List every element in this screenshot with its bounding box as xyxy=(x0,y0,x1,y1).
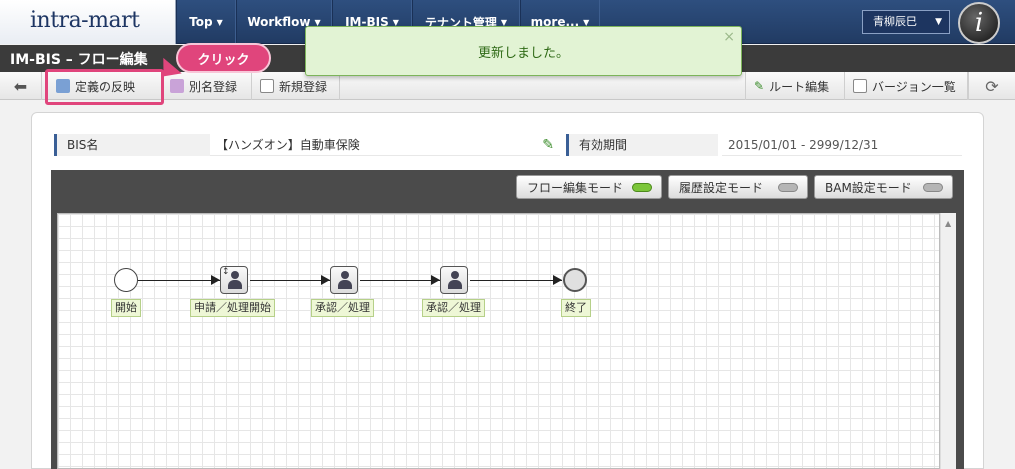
user-icon xyxy=(448,271,462,289)
chevron-down-icon: ▼ xyxy=(500,17,508,27)
node-label-end: 終了 xyxy=(561,299,591,317)
bis-name-value: 【ハンズオン】自動車保険 ✎ xyxy=(210,134,560,156)
back-button[interactable]: ⬅ xyxy=(0,72,42,100)
pencil-icon[interactable]: ✎ xyxy=(542,137,554,153)
sort-arrows-icon: ↕ xyxy=(222,267,230,277)
alias-icon xyxy=(170,79,184,93)
arrowhead-icon xyxy=(321,275,330,285)
apply-definition-icon xyxy=(56,79,70,93)
new-document-icon xyxy=(260,79,274,93)
alias-register-button[interactable]: 別名登録 xyxy=(162,72,252,100)
arrow-left-icon: ⬅ xyxy=(13,76,28,96)
flow-edge[interactable] xyxy=(360,280,440,281)
user-icon xyxy=(228,271,242,289)
mode-off-indicator xyxy=(923,183,943,192)
info-avatar-icon[interactable]: i xyxy=(958,2,1000,44)
approval-task-node-1[interactable] xyxy=(330,266,358,294)
top-navbar: intra-mart Top▼ Workflow▼ IM-BIS▼ テナント管理… xyxy=(0,0,1015,44)
toast-message: 更新しました。 xyxy=(477,45,569,61)
flow-edit-mode-button[interactable]: フロー編集モード xyxy=(516,175,662,199)
pencil-icon: ✎ xyxy=(754,79,765,93)
user-menu-select[interactable]: 青柳辰巳▼ xyxy=(862,10,950,34)
mode-off-indicator xyxy=(778,183,798,192)
click-highlight-box xyxy=(45,69,164,105)
chevron-down-icon: ▼ xyxy=(216,17,223,27)
flow-edge[interactable] xyxy=(470,280,562,281)
valid-period-value: 2015/01/01 - 2999/12/31 xyxy=(722,134,962,156)
arrowhead-icon xyxy=(211,275,220,285)
list-icon xyxy=(853,79,867,93)
route-edit-button[interactable]: ✎ ルート編集 xyxy=(745,72,845,100)
approval-task-node-2[interactable] xyxy=(440,266,468,294)
node-label-approval-1: 承認／処理 xyxy=(311,299,374,317)
valid-period-label: 有効期間 xyxy=(566,134,718,156)
history-setting-mode-button[interactable]: 履歴設定モード xyxy=(668,175,808,199)
flow-edge[interactable] xyxy=(250,280,330,281)
mode-on-indicator xyxy=(632,183,652,192)
bam-setting-mode-button[interactable]: BAM設定モード xyxy=(814,175,953,199)
chevron-down-icon: ▼ xyxy=(392,17,399,27)
intra-mart-logo[interactable]: intra-mart xyxy=(0,0,176,44)
flow-canvas[interactable] xyxy=(57,213,940,469)
arrowhead-icon xyxy=(553,275,562,285)
bis-name-label: BIS名 xyxy=(54,134,210,156)
node-label-start: 開始 xyxy=(111,299,141,317)
start-node[interactable] xyxy=(114,268,138,292)
canvas-scrollbar[interactable]: ▲ xyxy=(940,213,956,469)
success-toast: 更新しました。 × xyxy=(305,26,742,76)
page-title: IM-BIS – フロー編集 xyxy=(10,52,148,68)
node-label-approval-2: 承認／処理 xyxy=(422,299,485,317)
chevron-down-icon: ▼ xyxy=(314,17,321,27)
apply-start-task-node[interactable]: ↕ xyxy=(220,266,248,294)
toast-close-icon[interactable]: × xyxy=(723,29,735,45)
nav-im-bis[interactable]: IM-BIS▼ xyxy=(332,0,412,44)
refresh-icon: ⟳ xyxy=(985,76,999,96)
new-register-button[interactable]: 新規登録 xyxy=(252,72,340,100)
nav-top[interactable]: Top▼ xyxy=(176,0,236,44)
chevron-down-icon: ▼ xyxy=(935,17,942,27)
scroll-up-icon[interactable]: ▲ xyxy=(945,219,952,228)
logo-text: intra-mart xyxy=(30,8,140,33)
refresh-button[interactable]: ⟳ xyxy=(968,72,1015,100)
nav-more[interactable]: more...▼ xyxy=(520,0,600,44)
click-callout: クリック xyxy=(176,43,271,73)
flow-edge[interactable] xyxy=(138,280,220,281)
apply-definition-button[interactable]: 定義の反映 xyxy=(48,72,162,100)
end-node[interactable] xyxy=(563,268,587,292)
arrowhead-icon xyxy=(431,275,440,285)
chevron-down-icon: ▼ xyxy=(583,17,590,27)
nav-workflow[interactable]: Workflow▼ xyxy=(236,0,332,44)
user-icon xyxy=(338,271,352,289)
toolbar: ⬅ 定義の反映 別名登録 新規登録 ✎ ルート編集 バージョン一覧 ⟳ xyxy=(0,72,1015,100)
version-list-button[interactable]: バージョン一覧 xyxy=(845,72,968,100)
node-label-apply-start: 申請／処理開始 xyxy=(190,299,275,317)
